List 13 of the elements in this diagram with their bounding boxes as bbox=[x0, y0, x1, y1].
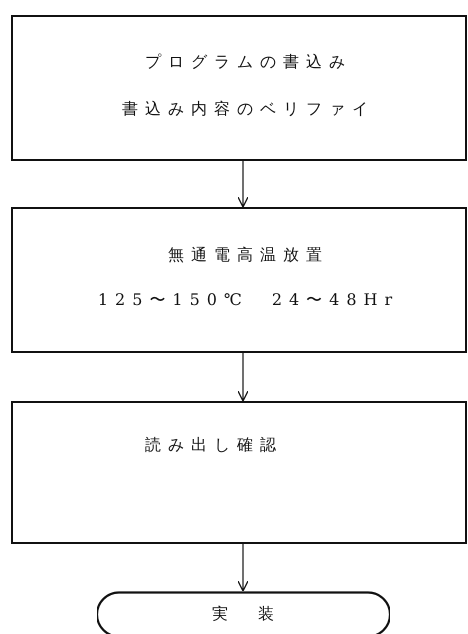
process-box bbox=[11, 15, 467, 161]
node-text: 実 装 bbox=[212, 604, 281, 625]
arrow bbox=[237, 353, 249, 402]
terminal-shape bbox=[97, 591, 390, 634]
node-text: 読み出し確認 bbox=[145, 435, 283, 456]
node-text: 無通電高温放置 bbox=[168, 245, 329, 266]
process-box bbox=[11, 401, 467, 544]
node-text: 125〜150℃ 24〜48Hr bbox=[98, 290, 400, 311]
node-text: 書込み内容のベリファイ bbox=[122, 99, 375, 120]
arrow bbox=[237, 161, 249, 208]
node-text: プログラムの書込み bbox=[145, 52, 352, 73]
process-box bbox=[11, 207, 467, 353]
arrow bbox=[237, 544, 249, 592]
